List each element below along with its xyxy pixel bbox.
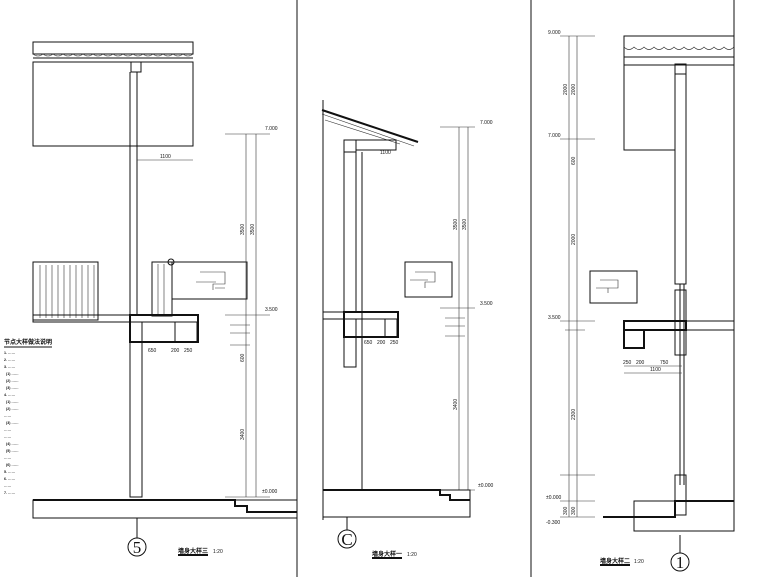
callout-detail-box xyxy=(404,261,453,298)
svg-text:300: 300 xyxy=(563,506,569,515)
svg-text:±0.000: ±0.000 xyxy=(262,489,277,495)
note-line: (2) …… xyxy=(6,379,19,383)
svg-text:1:20: 1:20 xyxy=(634,559,644,565)
drawing-title: 墙身大样二 xyxy=(600,557,630,565)
wall xyxy=(674,73,687,285)
railing xyxy=(32,258,175,321)
svg-text:7.000: 7.000 xyxy=(265,126,278,132)
svg-text:3500: 3500 xyxy=(462,219,468,230)
note-line: 3. …… xyxy=(4,365,16,369)
svg-text:3.500: 3.500 xyxy=(480,301,493,307)
note-line: (1) …… xyxy=(6,400,19,404)
note-line: …… xyxy=(4,414,12,418)
drawing-title: 墙身大样一 xyxy=(372,550,402,558)
roof-eave xyxy=(32,41,194,55)
note-line: 2. …… xyxy=(4,358,16,362)
svg-text:1100: 1100 xyxy=(380,150,391,156)
svg-text:C: C xyxy=(341,530,352,549)
svg-text:250: 250 xyxy=(184,348,193,354)
svg-text:-0.300: -0.300 xyxy=(546,520,560,526)
callout-detail-box xyxy=(589,270,638,304)
construction-notes: 节点大样做法说明 1. …… 2. …… 3. …… (1) …… (2) …… (3) … xyxy=(4,338,52,495)
ground-foundation xyxy=(32,499,298,519)
note-line: 7. …… xyxy=(4,491,16,495)
svg-text:±0.000: ±0.000 xyxy=(546,495,561,501)
note-line: 4. …… xyxy=(4,393,16,397)
axis-bubble xyxy=(337,529,357,549)
edge-beam xyxy=(623,320,687,331)
note-line: 5. …… xyxy=(4,470,16,474)
note-line: (6) …… xyxy=(6,463,19,467)
svg-text:9.000: 9.000 xyxy=(548,30,561,36)
svg-text:650: 650 xyxy=(148,348,157,354)
svg-text:3.500: 3.500 xyxy=(265,307,278,313)
svg-text:3500: 3500 xyxy=(240,224,246,235)
svg-text:600: 600 xyxy=(240,353,246,362)
drawing-title: 墙身大样三 xyxy=(178,547,208,555)
wall-section-2: 250 200 750 1100 9.000 7.000 3.500 ±0.00… xyxy=(546,0,735,572)
svg-text:3400: 3400 xyxy=(453,399,459,410)
svg-text:1100: 1100 xyxy=(160,154,171,160)
svg-text:250: 250 xyxy=(623,360,632,366)
svg-text:200: 200 xyxy=(377,340,386,346)
note-line: (3) …… xyxy=(6,386,19,390)
note-line: …… xyxy=(4,484,12,488)
axis-bubble xyxy=(127,537,147,557)
svg-text:600: 600 xyxy=(571,156,577,165)
svg-text:1:20: 1:20 xyxy=(407,552,417,558)
note-line: …… xyxy=(4,428,12,432)
svg-text:3500: 3500 xyxy=(250,224,256,235)
svg-text:2000: 2000 xyxy=(571,84,577,95)
note-line: 6. …… xyxy=(4,477,16,481)
pitched-roof xyxy=(321,109,419,143)
svg-text:300: 300 xyxy=(571,506,577,515)
edge-beam xyxy=(343,311,399,338)
svg-text:3400: 3400 xyxy=(240,429,246,440)
wall xyxy=(343,151,357,313)
svg-text:±0.000: ±0.000 xyxy=(478,483,493,489)
note-line: (5) …… xyxy=(6,449,19,453)
edge-beam xyxy=(129,314,199,343)
svg-text:1: 1 xyxy=(676,553,685,572)
wall-column xyxy=(129,321,143,498)
note-line: (3) …… xyxy=(6,421,19,425)
svg-text:200: 200 xyxy=(636,360,645,366)
callout-detail-box xyxy=(171,261,248,300)
svg-text:7.000: 7.000 xyxy=(548,133,561,139)
wall-section-3: 1100 650 200 250 7.000 3.500 ±0.000 3500… xyxy=(32,41,298,557)
svg-text:节点大样做法说明: 节点大样做法说明 xyxy=(4,338,52,346)
svg-text:250: 250 xyxy=(390,340,399,346)
note-line: …… xyxy=(4,456,12,460)
note-line: (2) …… xyxy=(6,407,19,411)
wall-section-1: 1100 650 200 250 7.000 3.500 ±0.000 3500… xyxy=(321,100,493,559)
svg-text:2000: 2000 xyxy=(571,234,577,245)
svg-text:7.000: 7.000 xyxy=(480,120,493,126)
note-line: (1) …… xyxy=(6,372,19,376)
svg-text:1100: 1100 xyxy=(650,367,661,373)
svg-text:3.500: 3.500 xyxy=(548,315,561,321)
svg-text:5: 5 xyxy=(133,538,142,557)
svg-text:2300: 2300 xyxy=(571,409,577,420)
note-line: 1. …… xyxy=(4,351,16,355)
svg-text:750: 750 xyxy=(660,360,669,366)
svg-text:2000: 2000 xyxy=(563,84,569,95)
note-line: (4) …… xyxy=(6,442,19,446)
svg-text:200: 200 xyxy=(171,348,180,354)
svg-text:1:20: 1:20 xyxy=(213,549,223,555)
svg-text:3500: 3500 xyxy=(453,219,459,230)
svg-text:650: 650 xyxy=(364,340,373,346)
axis-bubble xyxy=(670,552,690,572)
note-line: …… xyxy=(4,435,12,439)
